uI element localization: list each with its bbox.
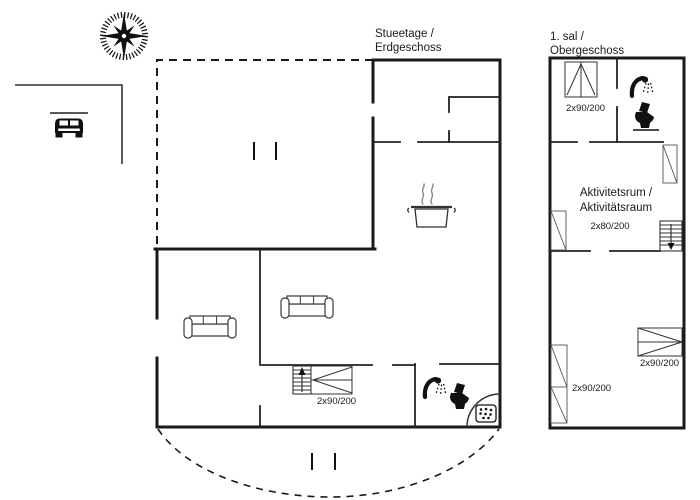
first-floor-bed-sw-label: 2x90/200: [572, 383, 611, 394]
toilet-icon: [450, 383, 469, 409]
compass-icon: [100, 12, 148, 60]
shower-icon: [425, 378, 446, 398]
stairs-up-icon: [292, 365, 312, 395]
double-bed-icon: [637, 327, 683, 357]
terrace-arc-opening-marks: [311, 453, 336, 470]
ground-floor-outer-walls: [153, 58, 502, 429]
ground-floor-interior-walls: [259, 96, 501, 428]
shower-icon: [632, 77, 653, 97]
roof-window-mark: [550, 210, 567, 251]
activity-room-label-line1: Aktivitetsrum /: [580, 187, 653, 199]
double-bed-icon: [564, 61, 598, 98]
car-icon: [50, 112, 88, 138]
activity-room-bed-label: 2x80/200: [590, 221, 629, 232]
stairs-down-icon: [659, 220, 683, 252]
cooking-pot-icon: [407, 183, 456, 228]
double-bed-icon: [310, 365, 353, 395]
activity-room-label-line2: Aktivitätsraum: [580, 202, 652, 214]
first-floor-title-line2: Obergeschoss: [550, 45, 624, 57]
first-floor-outer-walls: [548, 56, 686, 430]
roof-window-mark: [662, 144, 678, 184]
first-floor-bed-nw-label: 2x90/200: [566, 103, 605, 114]
first-floor-interior-walls: [549, 57, 664, 252]
terrace-arc-dashed-boundary: [157, 428, 500, 498]
sofa-icon: [183, 315, 237, 339]
ground-floor-title-line2: Erdgeschoss: [375, 42, 442, 54]
first-floor-title-line1: 1. sal /: [550, 31, 585, 43]
first-floor-bed-se-label: 2x90/200: [640, 358, 679, 369]
sofa-icon: [280, 295, 334, 319]
single-beds-icon: [550, 344, 568, 424]
ground-floor-bed-label: 2x90/200: [317, 396, 356, 407]
ground-floor-title-line1: Stueetage /: [375, 28, 435, 40]
parking-boundary-line: [15, 84, 123, 164]
whirlpool-icon: [466, 393, 501, 428]
toilet-icon: [635, 102, 654, 128]
terrace-dashed-boundary: [156, 59, 373, 250]
terrace-opening-marks: [253, 142, 277, 160]
